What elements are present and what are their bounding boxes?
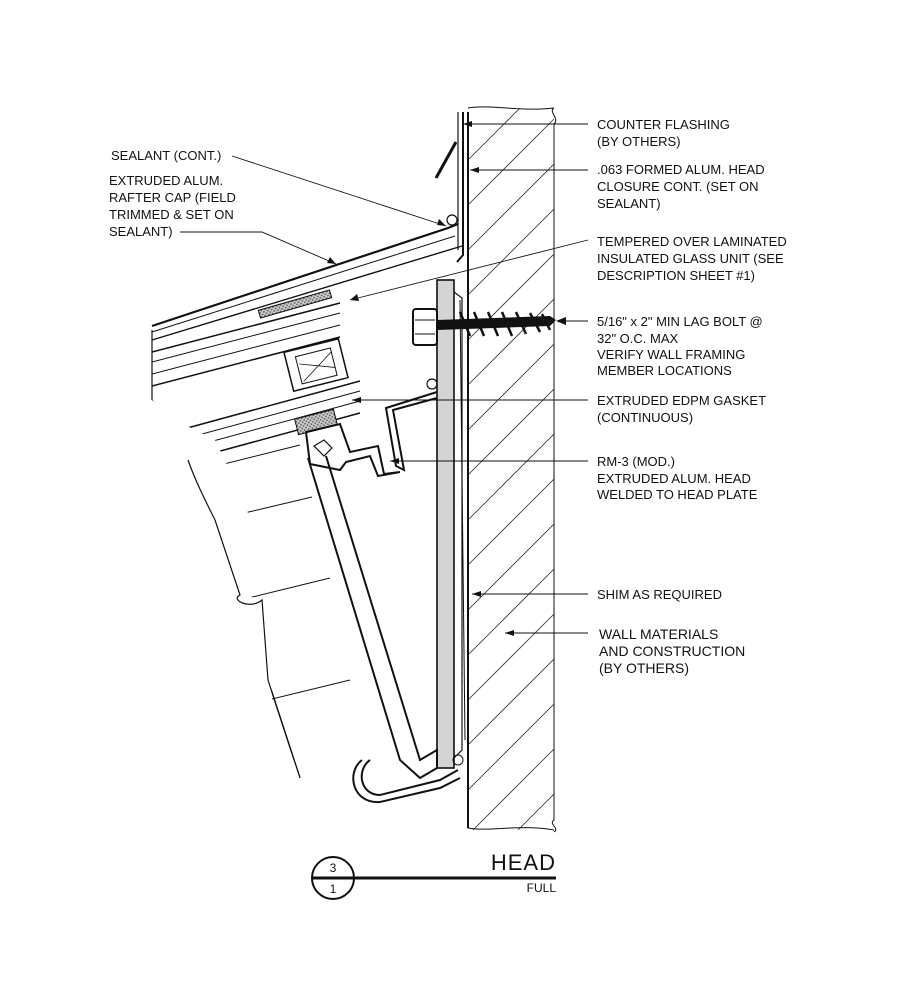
wall-section xyxy=(467,106,557,833)
note-counter-flashing: COUNTER FLASHING (BY OTHERS) xyxy=(597,117,734,149)
note-gasket: EXTRUDED EDPM GASKET (CONTINUOUS) xyxy=(597,393,769,425)
head-plate xyxy=(436,279,466,769)
detail-scale: FULL xyxy=(527,881,557,895)
note-sealant: SEALANT (CONT.) xyxy=(111,148,221,163)
sealant-strip xyxy=(257,289,333,319)
spacer xyxy=(283,337,349,393)
sheet-number: 1 xyxy=(330,882,337,896)
rm3-extruded-head xyxy=(304,378,461,804)
title-block: 3 1 HEAD FULL xyxy=(311,850,557,900)
note-wall: WALL MATERIALS AND CONSTRUCTION (BY OTHE… xyxy=(599,626,749,676)
note-rm3: RM-3 (MOD.) EXTRUDED ALUM. HEAD WELDED T… xyxy=(597,454,758,502)
leader-arrowheads xyxy=(327,121,566,636)
counter-flashing xyxy=(434,112,464,263)
note-head-closure: .063 FORMED ALUM. HEAD CLOSURE CONT. (SE… xyxy=(597,162,768,211)
note-lag-bolt: 5/16" x 2" MIN LAG BOLT @ 32" O.C. MAX V… xyxy=(597,314,766,378)
glass-panel-assembly xyxy=(151,289,361,779)
leader-lines xyxy=(180,123,589,634)
detail-title: HEAD xyxy=(491,850,556,875)
note-shim: SHIM AS REQUIRED xyxy=(597,587,722,602)
note-rafter-cap: EXTRUDED ALUM. RAFTER CAP (FIELD TRIMMED… xyxy=(109,173,240,239)
lag-bolt xyxy=(412,308,556,346)
rafter-cap xyxy=(151,214,463,341)
detail-number: 3 xyxy=(330,861,337,875)
note-glass-unit: TEMPERED OVER LAMINATED INSULATED GLASS … xyxy=(597,234,790,283)
